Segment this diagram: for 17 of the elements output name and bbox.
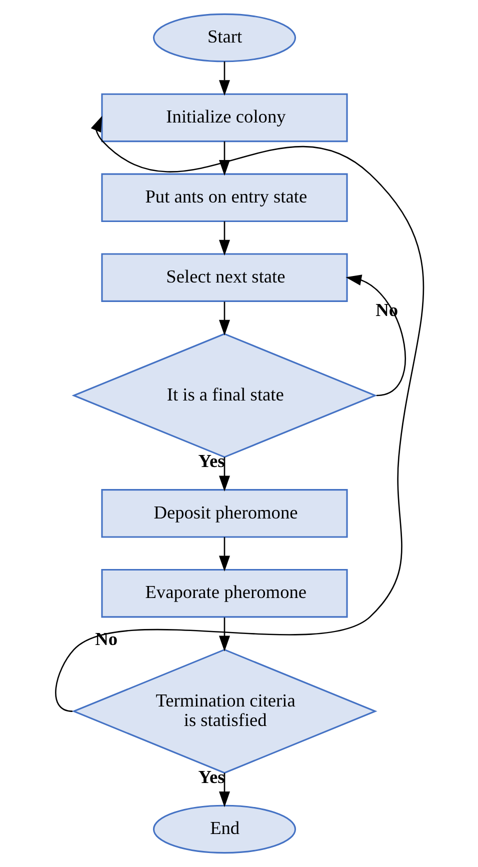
node-ellipse: Start bbox=[152, 13, 296, 62]
node-box: Put ants on entry state bbox=[100, 173, 348, 222]
arrow bbox=[218, 302, 230, 336]
node-ellipse: End bbox=[152, 804, 296, 854]
edge-label: No bbox=[94, 629, 118, 650]
node-box: Initialize colony bbox=[100, 93, 348, 142]
arrow bbox=[218, 457, 230, 492]
arrow bbox=[345, 274, 406, 396]
arrow bbox=[218, 221, 230, 256]
node-box: Select next state bbox=[100, 253, 348, 302]
arrow bbox=[218, 772, 230, 808]
arrow bbox=[54, 116, 424, 712]
arrow bbox=[218, 617, 230, 652]
node-box: Deposit pheromone bbox=[100, 489, 348, 538]
arrow bbox=[218, 537, 230, 572]
arrow bbox=[218, 61, 230, 96]
node-box: Evaporate pheromone bbox=[100, 569, 348, 618]
